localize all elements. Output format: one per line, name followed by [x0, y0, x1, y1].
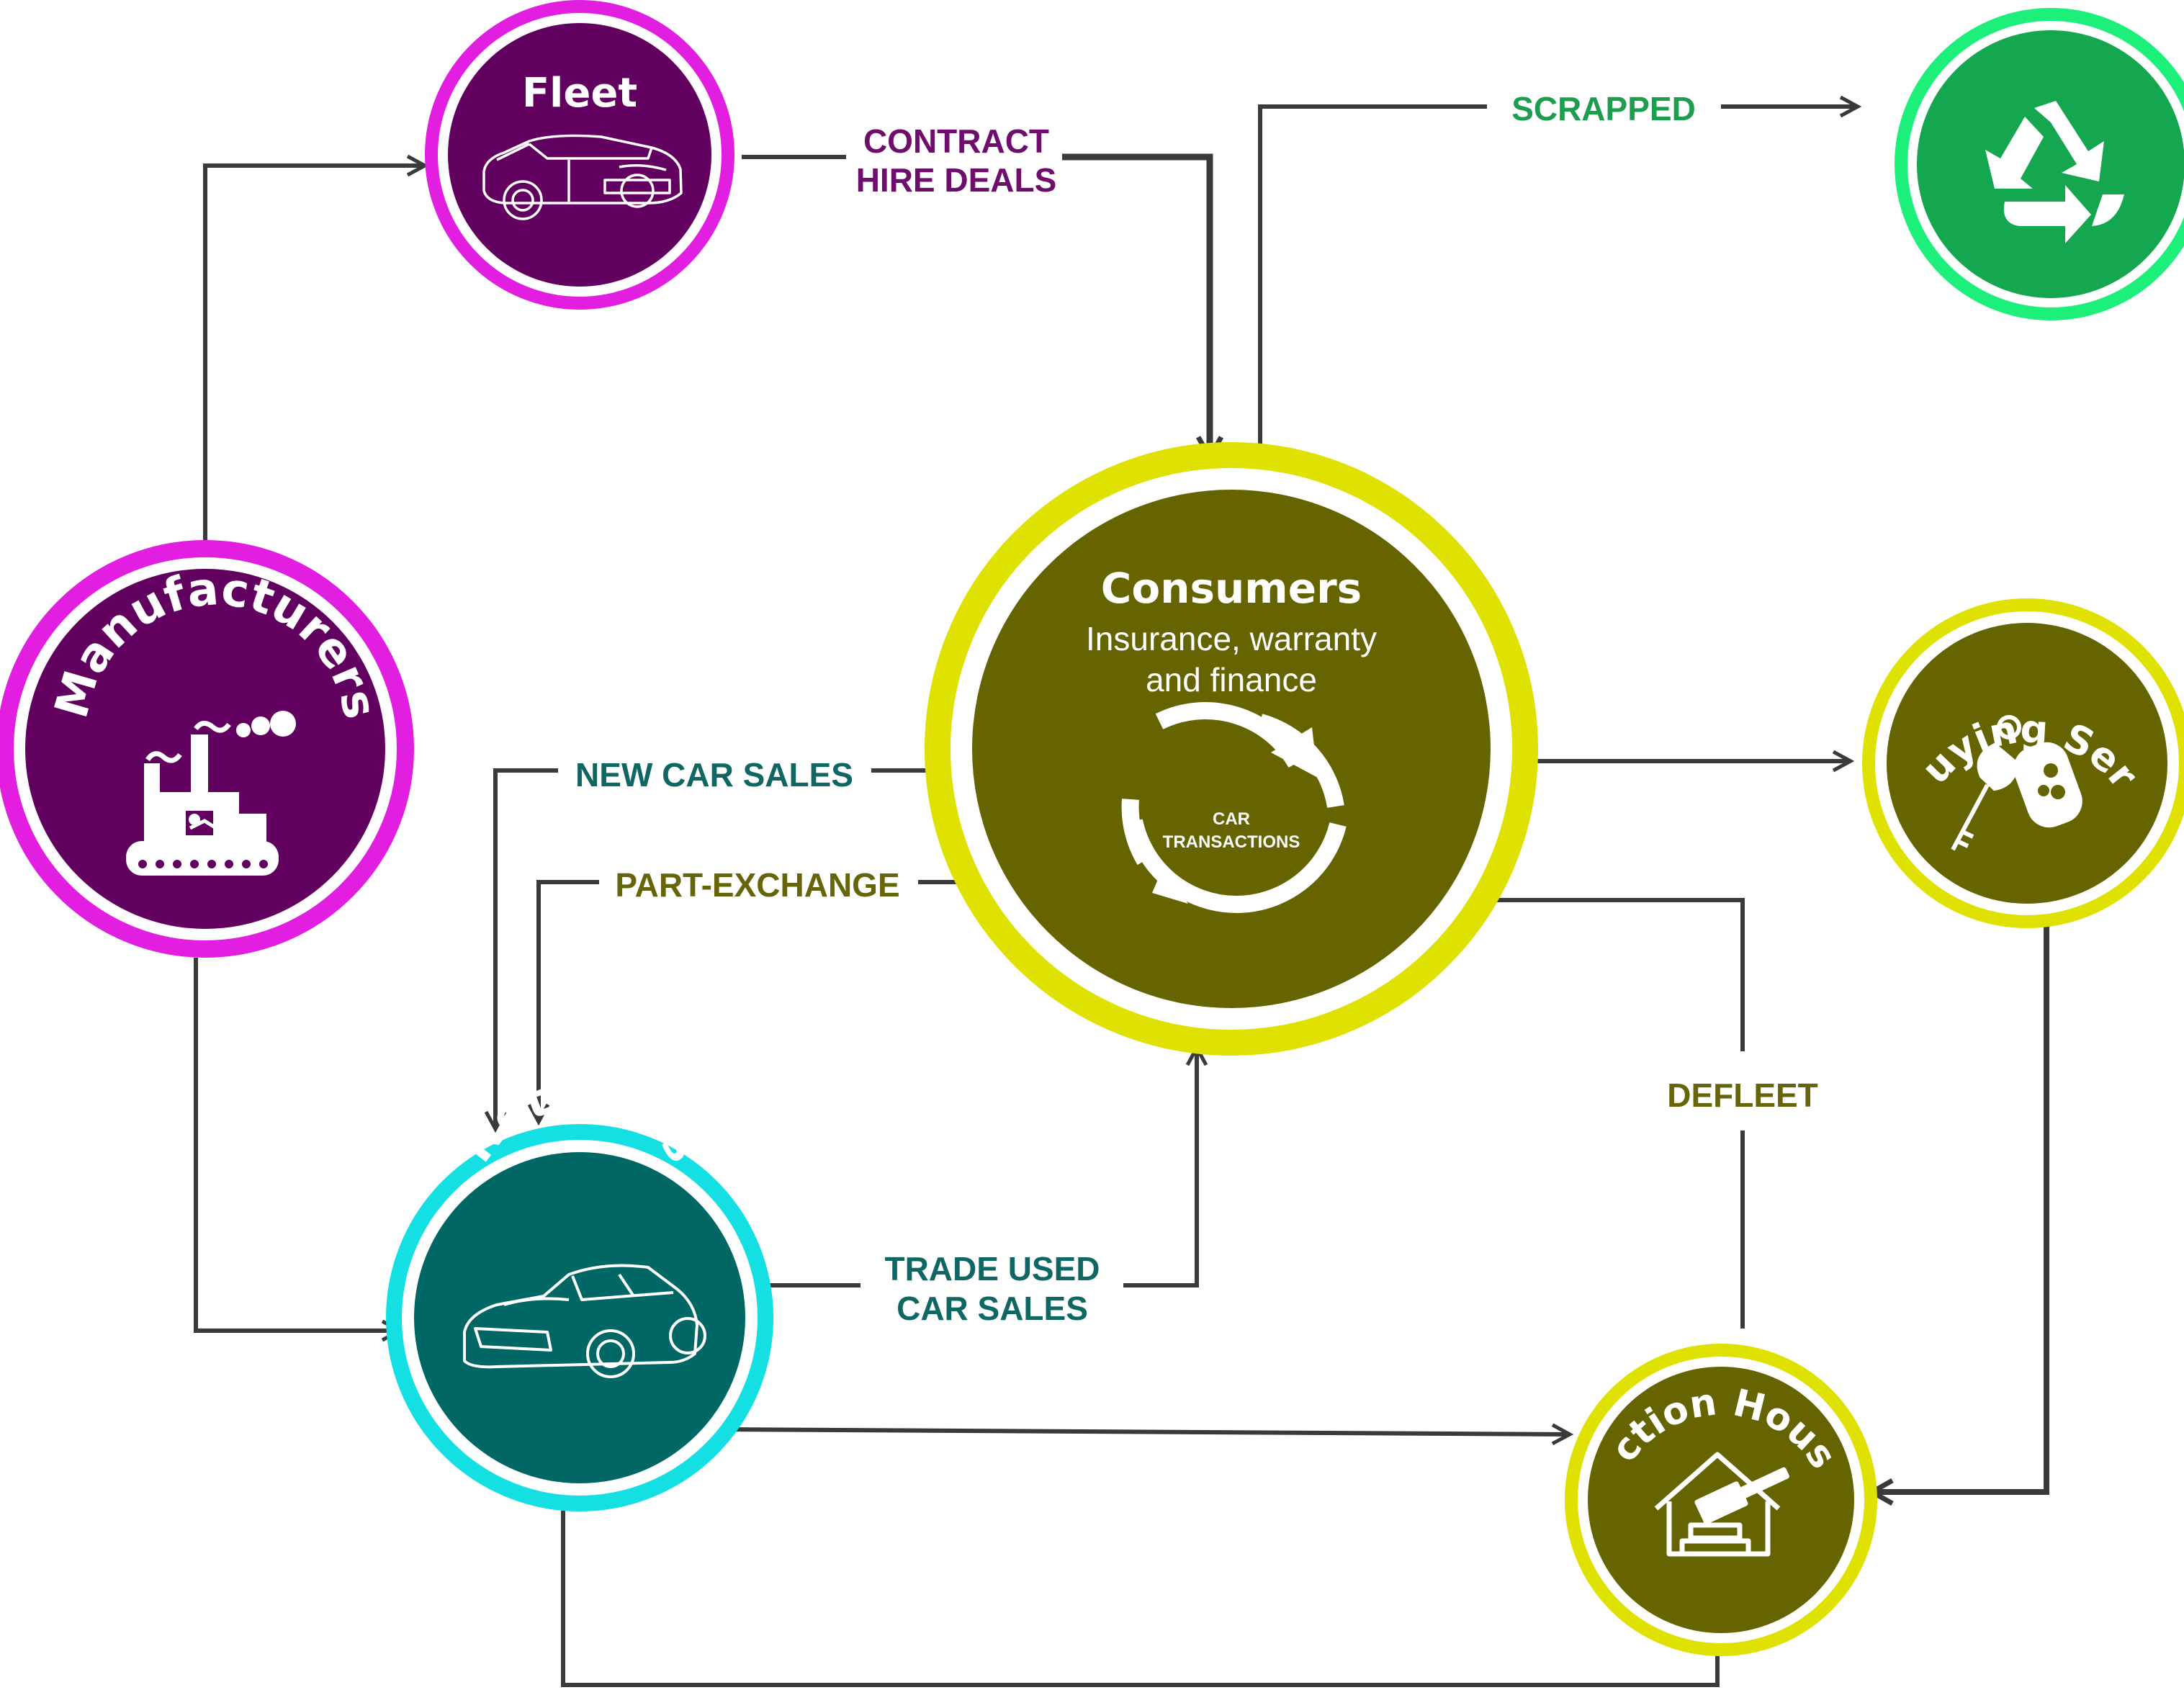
cycle-label-line1: CAR [1213, 809, 1250, 829]
arrow-defleet-a [1494, 898, 1745, 1051]
label-part-exchange: PART-EXCHANGE [615, 866, 899, 904]
connector-labels: CONTRACT HIRE DEALS SCRAPPED NEW CAR SAL… [575, 90, 1818, 1327]
label-defleet: DEFLEET [1667, 1077, 1818, 1114]
consumers-title: Consumers [1101, 564, 1362, 613]
label-contract-hire-line1: CONTRACT [863, 122, 1049, 160]
label-contract-hire-line2: HIRE DEALS [856, 161, 1057, 199]
fleet-title: Fleet [522, 70, 637, 117]
car-icon [482, 134, 683, 220]
consumers-subtitle-line2: and finance [1146, 661, 1317, 698]
arrow-fleet-to-consumers-main [1062, 153, 1210, 457]
arrow-manufacturers-to-fleet [203, 154, 429, 540]
cycle-arrows-icon [1121, 702, 1347, 913]
auction-house-icon [1654, 1452, 1789, 1557]
arrow-consumers-to-recycle-a [1258, 104, 1487, 454]
label-trade-used-line1: TRADE USED [884, 1250, 1100, 1287]
recycle-icon [1985, 101, 2124, 243]
car-icon [463, 1264, 706, 1378]
cycle-label-line2: TRANSACTIONS [1163, 832, 1300, 852]
arrow-car-buying-to-auction [1872, 918, 2049, 1492]
label-trade-used-line2: CAR SALES [896, 1290, 1088, 1327]
node-fleet: Fleet [425, 0, 734, 310]
node-retailers: Retailers [386, 1066, 773, 1511]
label-scrapped: SCRAPPED [1511, 90, 1696, 127]
arrow-auction-to-retailers [552, 1470, 1720, 1687]
car-keys-icon [1951, 715, 2082, 851]
node-manufacturers: Manufacturers [0, 540, 414, 958]
node-consumers: Consumers Insurance, warranty and financ… [925, 442, 1538, 1056]
arrow-retailers-to-auction [709, 1423, 1574, 1446]
label-new-car-sales: NEW CAR SALES [575, 756, 853, 794]
connectors [194, 95, 2049, 1687]
arrow-new-car-sales-b [484, 768, 558, 1133]
consumers-subtitle-line1: Insurance, warranty [1086, 620, 1377, 657]
node-recycle [1895, 8, 2184, 320]
arrow-manufacturers-to-retailers [194, 958, 404, 1342]
arrow-part-exchange-b [527, 880, 599, 1126]
factory-icon [126, 711, 296, 876]
arrow-trade-used-b [1123, 1043, 1208, 1287]
